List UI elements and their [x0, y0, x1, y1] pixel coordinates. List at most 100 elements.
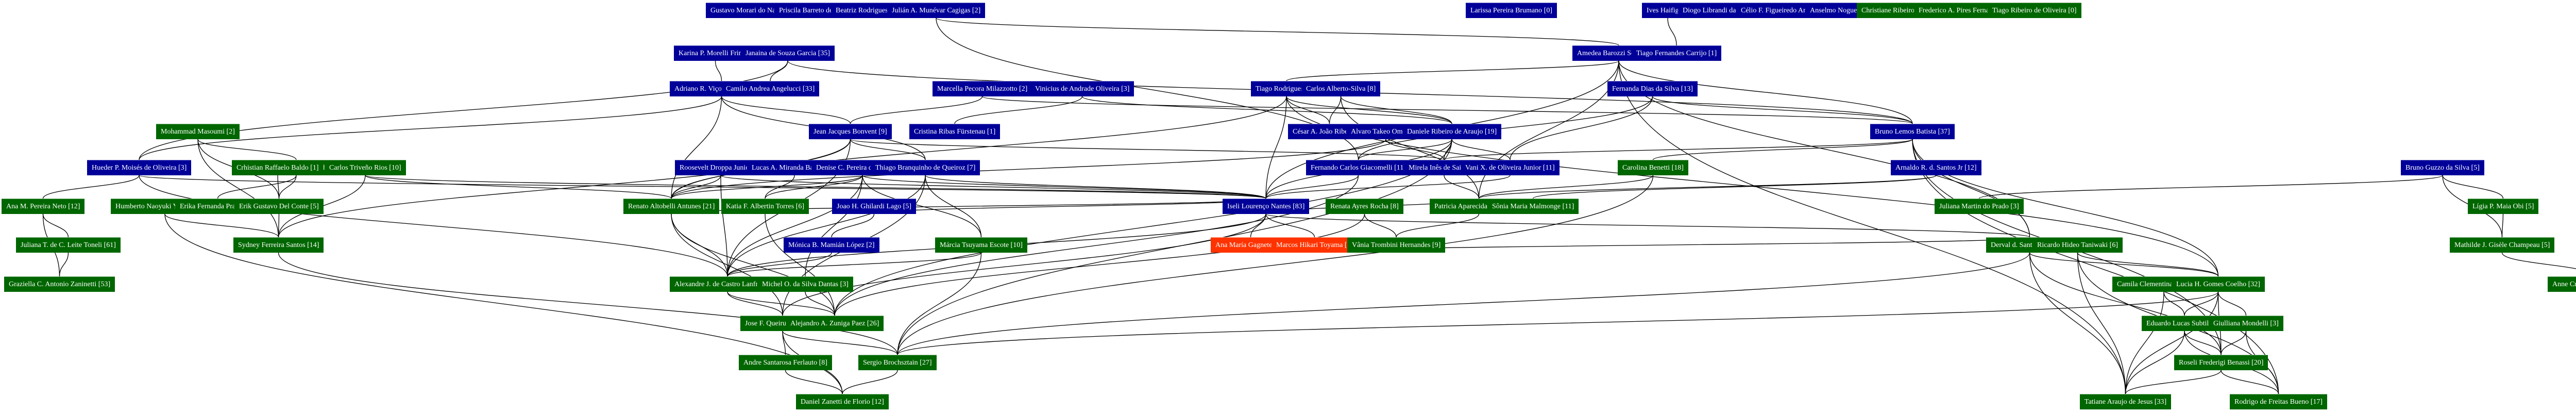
node-crhistian[interactable]: Crhistian Raffaelo Baldo [1] — [232, 160, 324, 175]
node-tatiane[interactable]: Tatiane Araujo de Jesus [33] — [2080, 394, 2172, 409]
node-andre[interactable]: Andre Santarosa Ferlauto [8] — [739, 355, 832, 370]
node-mohammad[interactable]: Mohammad Masoumi [2] — [156, 124, 240, 139]
node-janaina[interactable]: Janaina de Souza Garcia [35] — [741, 45, 835, 61]
edge-tiagorodrigues-iseli — [1265, 96, 1287, 199]
node-jeanjacques[interactable]: Jean Jacques Bonvent [9] — [809, 124, 892, 139]
node-giulliana[interactable]: Giulliana Mondelli [3] — [2209, 316, 2283, 331]
edge-tiagorodrigues-cesar — [1286, 96, 1330, 124]
edge-sydney-sergio — [278, 252, 898, 355]
edge-andre-daniel — [785, 370, 843, 394]
node-iseli[interactable]: Iseli Lourenço Nantes [83] — [1223, 199, 1310, 214]
node-marcos[interactable]: Marcos Hikari Toyama [5] — [1272, 237, 1358, 253]
node-brunolemos[interactable]: Bruno Lemos Batista [37] — [1870, 124, 1955, 139]
node-monica[interactable]: Mónica B. Mamián López [2] — [784, 237, 879, 253]
node-vania[interactable]: Vânia Trombini Hernandes [9] — [1347, 237, 1446, 253]
node-ligia[interactable]: Lígia P. Maia Obi [5] — [2468, 199, 2539, 214]
edge-marcia-alexandre — [727, 252, 982, 277]
node-julian[interactable]: Julián A. Munévar Cagigas [2] — [887, 3, 986, 18]
edge-daniele-fernando — [1358, 139, 1452, 160]
node-daniele[interactable]: Daniele Ribeiro de Araujo [19] — [1402, 124, 1502, 139]
node-renata[interactable]: Renata Ayres Rocha [8] — [1326, 199, 1403, 214]
edge-vinicius-cristina — [954, 96, 1083, 124]
edge-iseli-derval — [1265, 213, 2030, 238]
edge-mohammad-sydney — [197, 139, 279, 238]
node-vani[interactable]: Vani X. de Oliveira Junior [11] — [1461, 160, 1560, 175]
edge-renato-alejandro — [671, 213, 835, 316]
node-thiago[interactable]: Thiago Branquinho de Queiroz [7] — [871, 160, 980, 175]
node-anne[interactable]: Anne Cristine Chinellato [2] — [2548, 276, 2576, 292]
edge-crhistian-erik — [277, 175, 280, 199]
edge-brunolemos-rodrigo — [1912, 139, 2279, 394]
node-vinicius[interactable]: Vinicius de Andrade Oliveira [3] — [1030, 81, 1134, 96]
edge-karina-adriano — [715, 60, 722, 81]
node-graziella[interactable]: Graziella C. Antonio Zaninetti [53] — [4, 276, 115, 292]
node-roseli[interactable]: Roseli Frederigi Benassi [20] — [2174, 355, 2268, 370]
node-alejandro[interactable]: Alejandro A. Zuniga Paez [26] — [786, 316, 884, 331]
node-erik[interactable]: Erik Gustavo Del Conte [5] — [234, 199, 324, 214]
edge-marcella-brunolemos — [981, 96, 1913, 124]
node-lucia[interactable]: Lucia H. Gomes Coelho [32] — [2172, 276, 2265, 292]
node-tiagoribeiro[interactable]: Tiago Ribeiro de Oliveira [0] — [1988, 3, 2081, 18]
edge-giulliana-roseli — [2221, 331, 2247, 355]
edge-alexandre-jose — [727, 291, 783, 316]
edge-lucia-tatiane — [2125, 291, 2219, 394]
node-fernando[interactable]: Fernando Carlos Giacomelli [11] — [1306, 160, 1411, 175]
node-tiagofernandes[interactable]: Tiago Fernandes Carrijo [1] — [1632, 45, 1722, 61]
edge-anibal-erik — [278, 175, 297, 199]
edge-carlosalberto-cesar — [1329, 96, 1342, 124]
node-fernanda[interactable]: Fernanda Dias da Silva [13] — [1607, 81, 1698, 96]
node-ricardo[interactable]: Ricardo Hideo Taniwaki [6] — [2032, 237, 2123, 253]
edge-joao-iseli — [873, 198, 1266, 215]
edge-sergio-daniel — [842, 370, 898, 394]
node-camilo[interactable]: Camilo Andrea Angelucci [33] — [721, 81, 820, 96]
edge-janaina-hueder — [139, 60, 788, 160]
node-carolina[interactable]: Carolina Benetti [18] — [1618, 160, 1688, 175]
node-cristina[interactable]: Cristina Ribas Fürstenau [1] — [909, 124, 1001, 139]
edge-fernanda-vani — [1510, 96, 1653, 160]
node-marcella[interactable]: Marcella Pecora Milazzotto [2] — [933, 81, 1032, 96]
edge-brunolemos-carolina — [1652, 139, 1913, 160]
edge-julianat-graziella — [59, 252, 69, 277]
node-hueder[interactable]: Hueder P. Moisés de Oliveira [3] — [87, 160, 192, 175]
node-anam[interactable]: Ana M. Pereira Neto [12] — [2, 199, 85, 214]
edge-denise-michel — [805, 175, 863, 277]
edge-denise-renato — [671, 175, 863, 199]
node-brunoguzzo[interactable]: Bruno Guzzo da Silva [5] — [2401, 160, 2484, 175]
node-joao[interactable]: Joao H. Ghilardi Lago [5] — [832, 199, 917, 214]
node-mathilde[interactable]: Mathilde J. Gisèle Champeau [5] — [2450, 237, 2555, 253]
node-carlostriveno[interactable]: Carlos Triveño Rios [10] — [325, 160, 406, 175]
node-arnaldo[interactable]: Arnaldo R. d. Santos Jr [12] — [1891, 160, 1981, 175]
edge-lucia-giulliana — [2217, 291, 2247, 316]
edge-hueder-alexandre — [139, 175, 728, 277]
node-renato[interactable]: Renato Altobelli Antunes [21] — [623, 199, 720, 214]
node-rodrigo[interactable]: Rodrigo de Freitas Bueno [17] — [2230, 394, 2328, 409]
edge-arnaldo-patricia — [1478, 175, 1937, 199]
node-larissa[interactable]: Larissa Pereira Brumano [0] — [1466, 3, 1557, 18]
edge-camila-eduardo — [2163, 291, 2185, 316]
node-sydney[interactable]: Sydney Ferreira Santos [14] — [233, 237, 324, 253]
edge-adriano-jeanjacques — [721, 96, 851, 124]
edge-janaina-camilo — [770, 60, 788, 81]
edge-mathilde-anne — [2501, 252, 2576, 269]
edge-roosevelt-renato — [671, 175, 721, 199]
edge-renato-jose — [671, 213, 783, 316]
edge-monica-alexandre — [727, 252, 832, 277]
node-michel[interactable]: Michel O. da Silva Dantas [3] — [757, 276, 853, 292]
edge-humberto-sydney — [164, 213, 279, 238]
node-carlosalberto[interactable]: Carlos Alberto-Silva [8] — [1301, 81, 1381, 96]
node-marcia[interactable]: Márcia Tsuyama Escote [10] — [935, 237, 1027, 253]
edge-sergio-derval — [897, 252, 2030, 355]
node-katia[interactable]: Katia F. Albertin Torres [6] — [721, 199, 809, 214]
node-sonia[interactable]: Sônia Maria Malmonge [11] — [1487, 199, 1579, 214]
node-julianat[interactable]: Juliana T. de C. Leite Toneli [61] — [16, 237, 121, 253]
edge-mohammad-anibal — [197, 139, 297, 160]
node-sergio[interactable]: Sergio Brochsztain [27] — [858, 355, 937, 370]
edge-carlosalberto-daniele — [1340, 96, 1452, 124]
edge-vani-iseli — [1265, 175, 1511, 199]
edge-brunolemos-mirela — [1444, 139, 1913, 160]
edge-alexandre-alejandro — [727, 291, 835, 316]
node-julianamartin[interactable]: Juliana Martin do Prado [3] — [1935, 199, 2024, 214]
node-daniel[interactable]: Daniel Zanetti de Florio [12] — [796, 394, 889, 409]
edge-tiagorodrigues-renato — [671, 96, 1287, 199]
